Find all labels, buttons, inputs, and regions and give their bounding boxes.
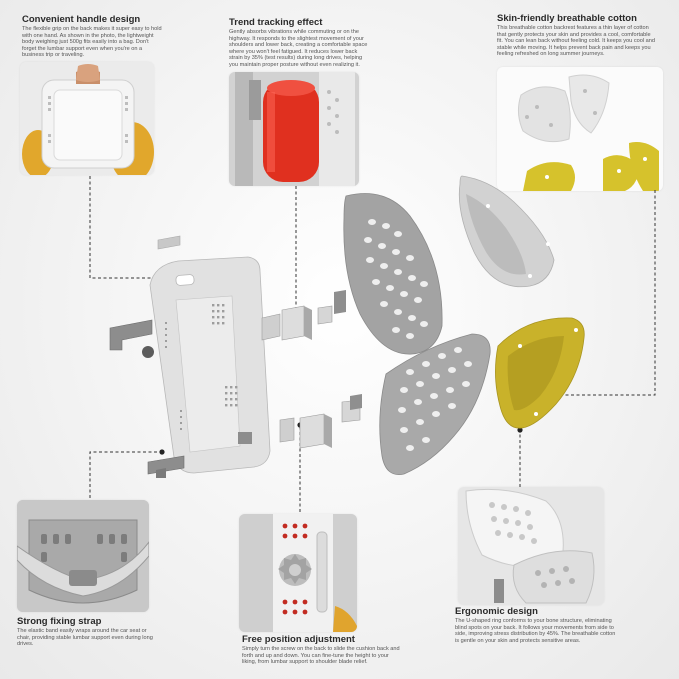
photo-trend — [229, 72, 359, 186]
feature-ergonomic: Ergonomic design The U-shaped ring confo… — [455, 606, 620, 644]
feature-handle-text: The flexible grip on the back makes it s… — [22, 26, 162, 59]
photo-ergonomic — [458, 487, 604, 605]
feature-strap-title: Strong fixing strap — [17, 616, 102, 627]
lower-bracket — [279, 394, 362, 449]
screw-knob-icon — [278, 554, 312, 586]
photo-strap — [17, 500, 149, 612]
feature-ergonomic-title: Ergonomic design — [455, 606, 538, 617]
feature-ergonomic-text: The U-shaped ring conforms to your bone … — [455, 618, 616, 644]
feature-position-text: Simply turn the screw on the back to sli… — [242, 646, 400, 666]
feature-handle-title: Convenient handle design — [22, 14, 141, 25]
feature-position: Free position adjustment Simply turn the… — [242, 634, 402, 666]
feature-handle: Convenient handle design The flexible gr… — [22, 14, 162, 59]
handle-icon — [175, 274, 195, 286]
feature-strap: Strong fixing strap The elastic band eas… — [17, 616, 157, 648]
feature-cotton: Skin-friendly breathable cotton This bre… — [497, 13, 657, 58]
upper-bracket — [261, 290, 346, 341]
feature-cotton-text: This breathable cotton backrest features… — [497, 25, 655, 58]
photo-handle — [20, 62, 154, 175]
back-shell — [149, 256, 271, 474]
feature-trend-title: Trend tracking effect — [229, 17, 323, 28]
feature-position-title: Free position adjustment — [242, 634, 355, 645]
photo-cotton — [497, 67, 663, 191]
feature-trend-text: Gently absorbs vibrations while commutin… — [229, 29, 368, 68]
feature-cotton-title: Skin-friendly breathable cotton — [497, 13, 637, 24]
feature-trend: Trend tracking effect Gently absorbs vib… — [229, 17, 369, 69]
photo-position — [239, 514, 357, 632]
feature-strap-text: The elastic band easily wraps around the… — [17, 628, 153, 648]
mesh-panel-icon — [343, 193, 443, 355]
